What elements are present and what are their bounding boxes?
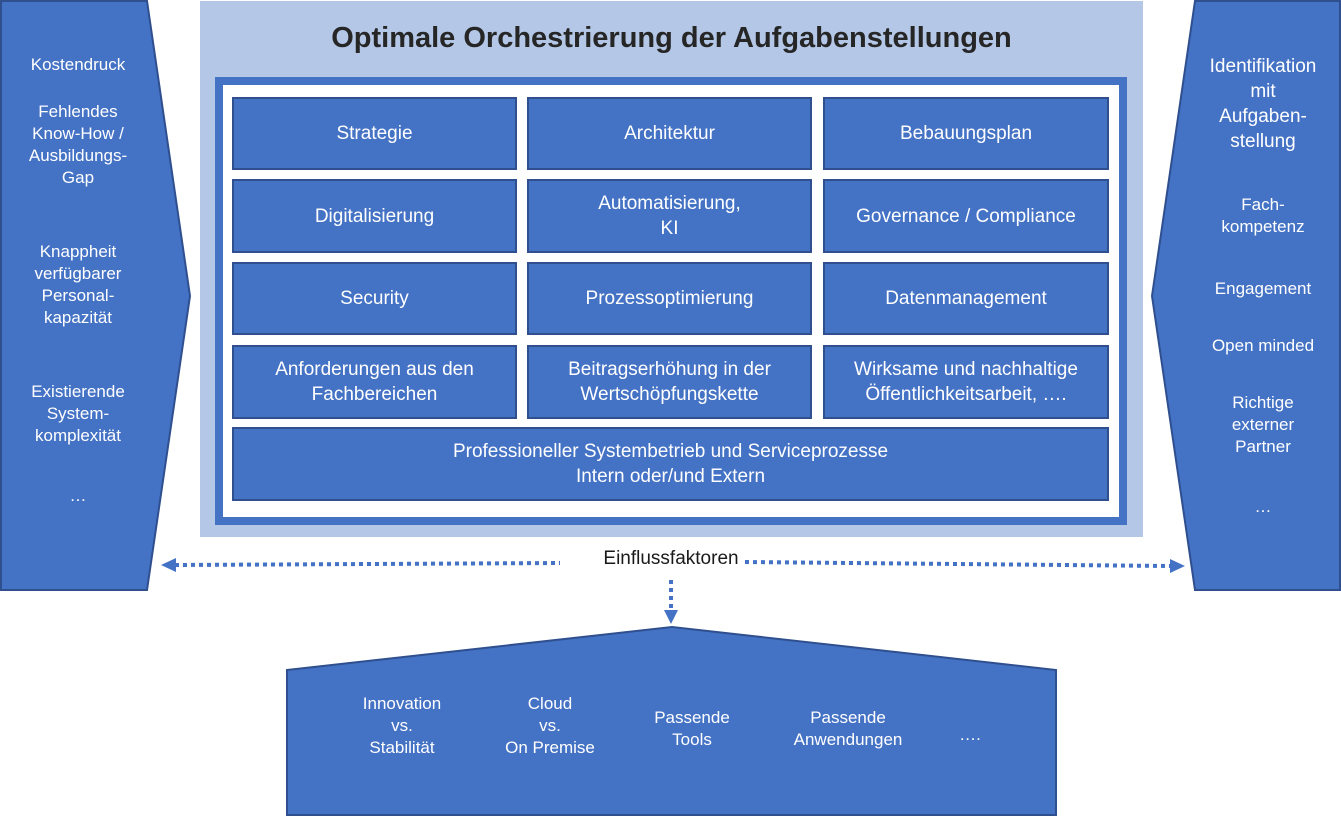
cell-anforderungen: Anforderungen aus den Fachbereichen: [232, 345, 517, 419]
right-item-open-minded: Open minded: [1211, 336, 1315, 355]
bottom-item-more: ….: [959, 725, 981, 744]
bottom-item-tools: Passende Tools: [654, 708, 730, 749]
left-panel-shape: [0, 0, 192, 591]
right-panel: Identifikation mit Aufgaben- stellung: [1193, 54, 1333, 184]
left-item-more: …: [69, 486, 87, 505]
left-item-komplexitaet: Existierende System- komplexität: [31, 382, 125, 445]
right-item-partner: Richtige externer Partner: [1231, 393, 1295, 456]
arrow-head-left: [161, 558, 176, 572]
right-item-identifikation: Identifikation mit Aufgaben- stellung: [1209, 56, 1317, 152]
arrow-head-down: [664, 610, 678, 624]
cell-security: Security: [232, 262, 517, 335]
bottom-item-anwendungen: Passende Anwendungen: [793, 708, 903, 749]
cell-digitalisierung: Digitalisierung: [232, 179, 517, 253]
influence-arrows: [174, 560, 1171, 611]
left-item-kostendruck: Kostendruck: [30, 55, 126, 74]
page-title: Optimale Orchestrierung der Aufgabenstel…: [331, 22, 1012, 54]
cell-prozessoptimierung: Prozessoptimierung: [527, 262, 812, 335]
right-item-engagement: Engagement: [1214, 279, 1312, 298]
cell-datenmanagement: Datenmanagement: [823, 262, 1109, 335]
cell-bebauungsplan: Bebauungsplan: [823, 97, 1109, 170]
bottom-item-cloud: Cloud vs. On Premise: [505, 694, 595, 757]
cell-strategie: Strategie: [232, 97, 517, 170]
cell-automatisierung: Automatisierung, KI: [527, 179, 812, 253]
cell-oeffentlichkeitsarbeit: Wirksame und nachhaltige Öffentlichkeits…: [823, 345, 1109, 419]
cell-beitragserhoehung: Beitragserhöhung in der Wertschöpfungske…: [527, 345, 812, 419]
cell-architektur: Architektur: [527, 97, 812, 170]
right-panel-shape: [1150, 0, 1341, 591]
right-item-more: …: [1254, 497, 1272, 516]
bottom-item-innovation: Innovation vs. Stabilität: [362, 694, 442, 757]
right-item-fachkompetenz: Fach- kompetenz: [1221, 195, 1305, 236]
cell-governance: Governance / Compliance: [823, 179, 1109, 253]
right-panel-lower: Fach- kompetenz Engagement Open minded R…: [1193, 194, 1333, 518]
left-item-know-how: Fehlendes Know-How / Ausbildungs- Gap: [28, 102, 128, 187]
arrow-heads: [161, 558, 1185, 624]
cell-systembetrieb: Professioneller Systembetrieb und Servic…: [232, 427, 1109, 501]
left-item-personal: Knappheit verfügbarer Personal- kapazitä…: [34, 242, 122, 327]
bottom-panel-shape: [286, 625, 1057, 816]
influence-label: Einflussfaktoren: [603, 548, 739, 569]
left-panel: Kostendruck Fehlendes Know-How / Ausbild…: [8, 54, 148, 507]
arrow-head-right: [1170, 559, 1185, 573]
